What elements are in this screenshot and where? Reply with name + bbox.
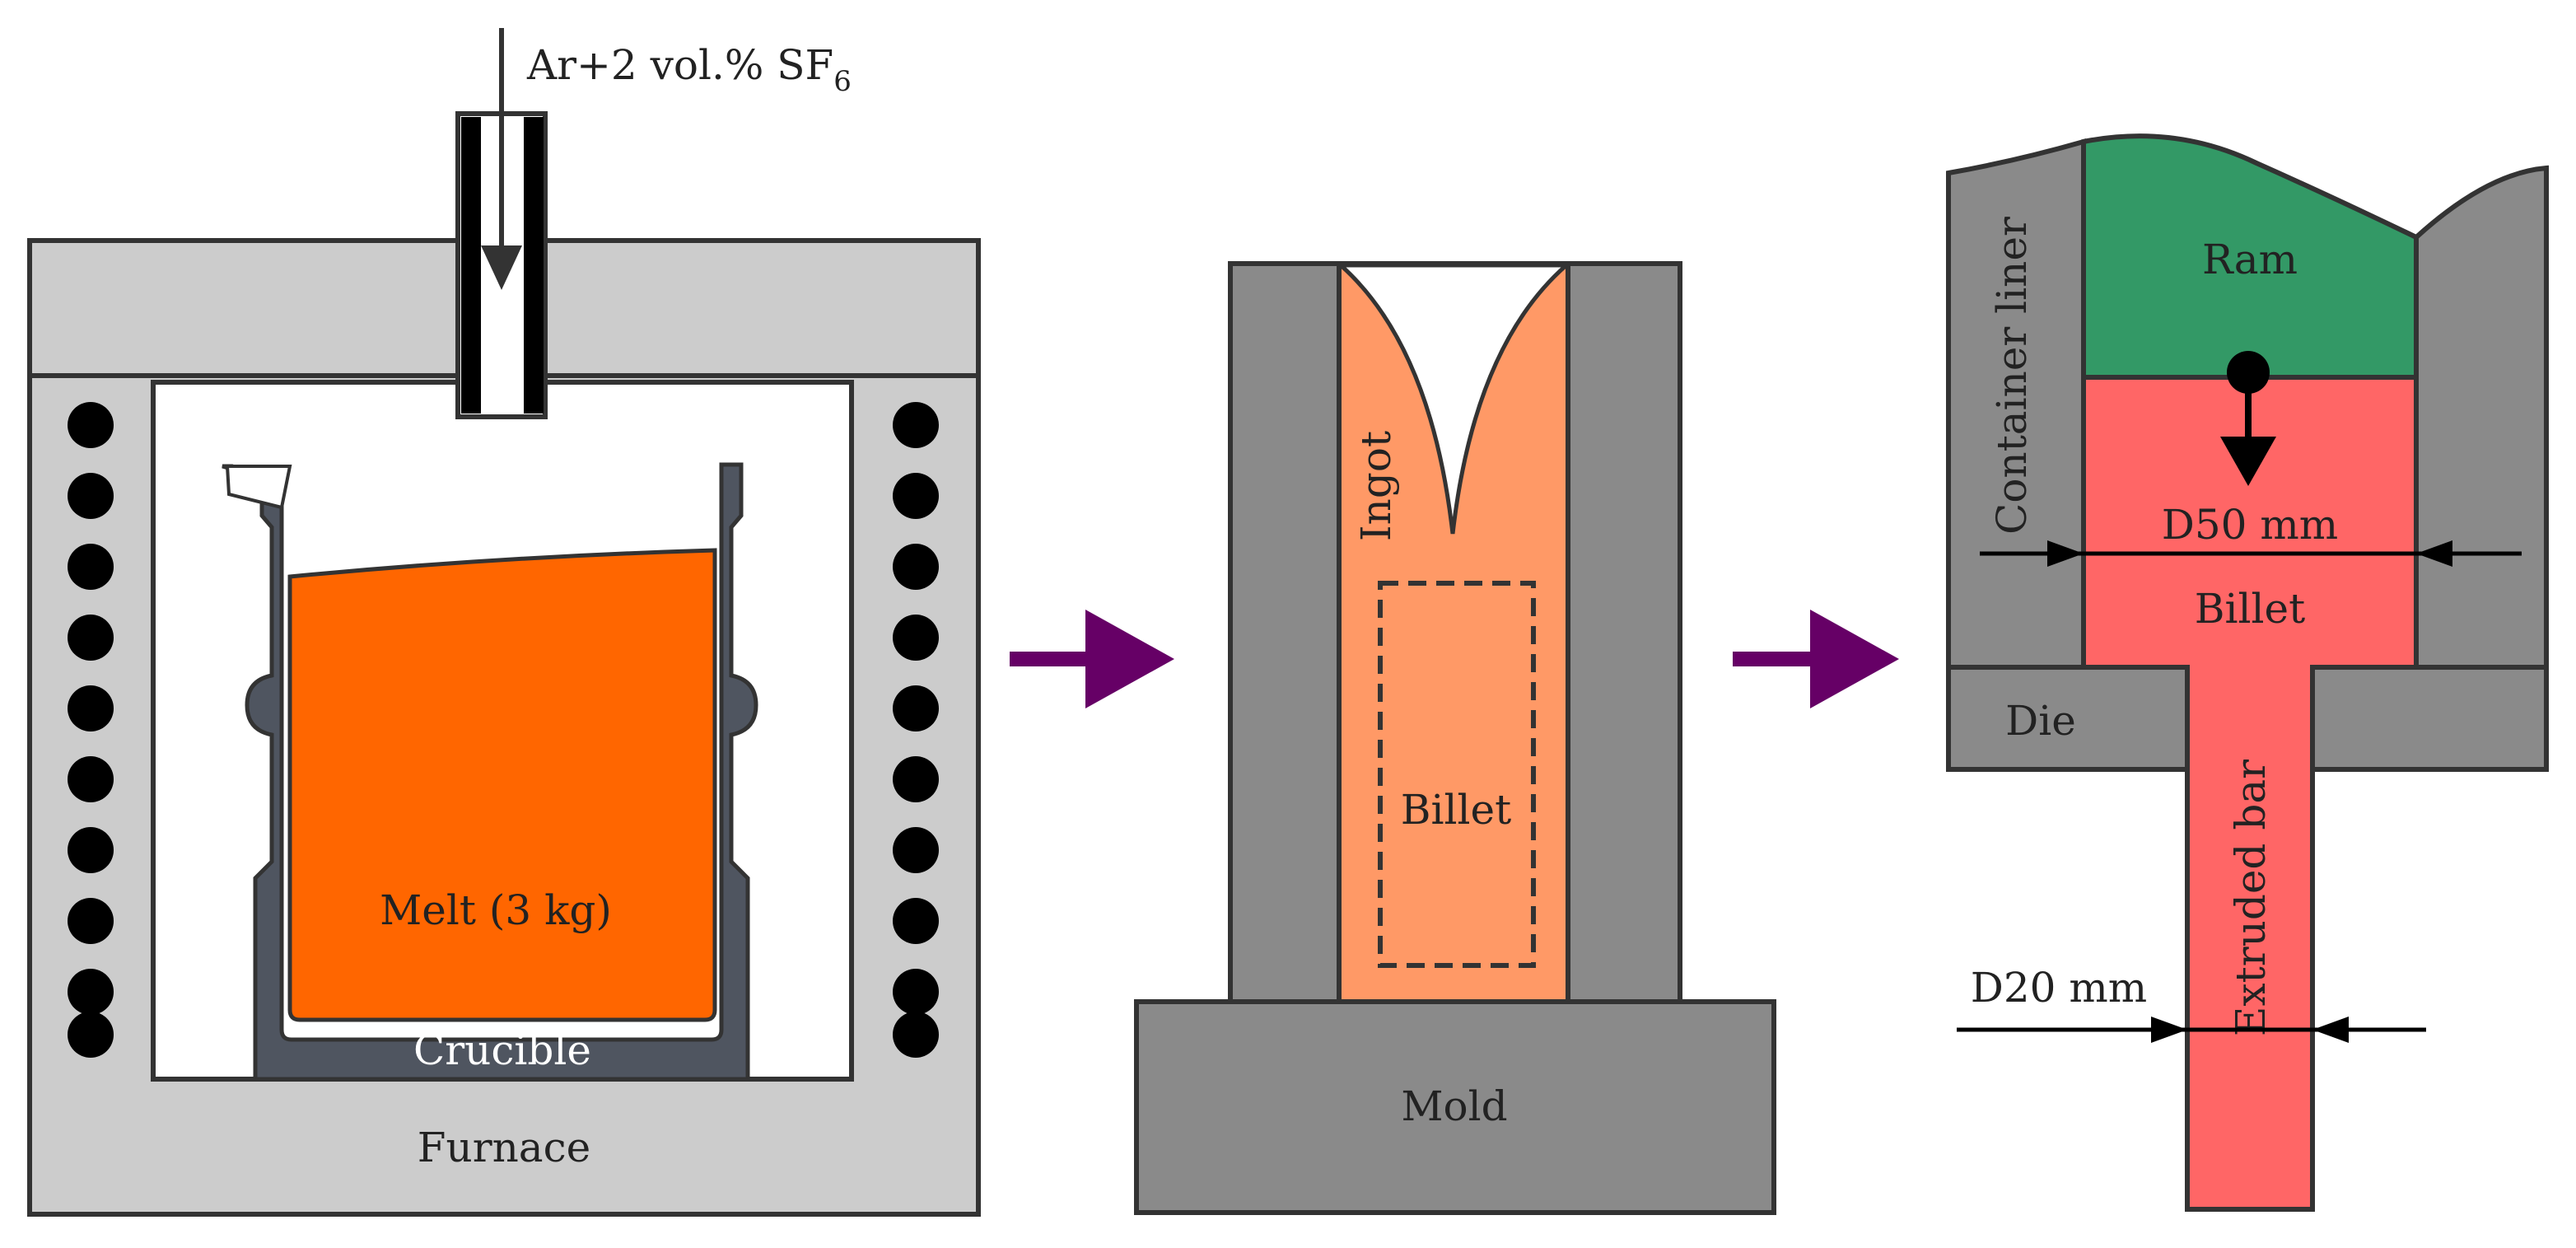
furnace-body (27, 238, 981, 1217)
ram (2081, 133, 2419, 380)
mold-wall-left (1228, 261, 1342, 1004)
coil-dot-icon (893, 756, 939, 802)
billet-diameter-dimension (1980, 540, 2522, 567)
extrusion-billet-label: Billet (2195, 585, 2305, 633)
melt (287, 548, 717, 1022)
coil-dot-icon (893, 544, 939, 590)
coil-dot-icon (893, 685, 939, 732)
coil-dot-icon (68, 1012, 114, 1058)
bar-diameter-label: D20 mm (1971, 964, 2147, 1012)
coil-dot-icon (68, 402, 114, 448)
coil-dot-icon (68, 473, 114, 519)
coil-dot-icon (68, 685, 114, 732)
furnace-stage: Furnace (27, 28, 981, 1217)
coil-dot-icon (68, 615, 114, 661)
mold-wall-right (1566, 261, 1682, 1004)
mold-base (1134, 999, 1776, 1215)
extrusion-stage: Ram Die Billet Extruded bar Container li… (1946, 133, 2549, 1212)
coil-dot-icon (893, 402, 939, 448)
right-arrow-icon (1733, 610, 1899, 708)
cast-billet-label: Billet (1401, 786, 1511, 834)
coil-dot-icon (893, 1012, 939, 1058)
furnace-label: Furnace (418, 1124, 590, 1171)
mold-label: Mold (1401, 1082, 1507, 1130)
down-arrow-icon (2220, 351, 2276, 486)
coil-dot-icon (893, 898, 939, 944)
casting-stage: Ingot Billet Mold (1134, 261, 1776, 1215)
coil-dot-icon (893, 615, 939, 661)
crucible-rim-chip (225, 465, 292, 510)
coil-dot-icon (893, 827, 939, 873)
right-arrow-icon (1010, 610, 1174, 708)
coil-dot-icon (68, 544, 114, 590)
die-left (1946, 665, 2190, 772)
ingot-label: Ingot (1352, 431, 1400, 541)
die-label: Die (2005, 697, 2076, 745)
billet-diameter-label: D50 mm (2162, 501, 2338, 549)
bar-diameter-dimension (1957, 1017, 2426, 1043)
heating-coils-right (893, 402, 939, 1058)
coil-dot-icon (893, 969, 939, 1015)
coil-dot-icon (68, 827, 114, 873)
coil-dot-icon (68, 756, 114, 802)
container-liner-label: Container liner (1988, 217, 2036, 535)
extrusion-billet (2081, 375, 2419, 1212)
die-right (2310, 665, 2549, 772)
melt-label: Melt (3 kg) (380, 886, 612, 934)
container-liner-right (2414, 165, 2549, 670)
gas-label: Ar+2 vol.% SF6 (526, 41, 852, 98)
coil-dot-icon (68, 898, 114, 944)
coil-dot-icon (68, 969, 114, 1015)
coil-dot-icon (893, 473, 939, 519)
gas-flow-arrow-icon (481, 28, 522, 290)
shrinkage-cavity (1335, 263, 1572, 535)
extruded-bar-label: Extruded bar (2227, 760, 2275, 1036)
heating-coils-left (68, 402, 114, 1058)
ram-label: Ram (2202, 236, 2298, 283)
crucible-label: Crucible (413, 1026, 591, 1074)
billet-outline (1378, 581, 1536, 968)
crucible (222, 462, 758, 1082)
